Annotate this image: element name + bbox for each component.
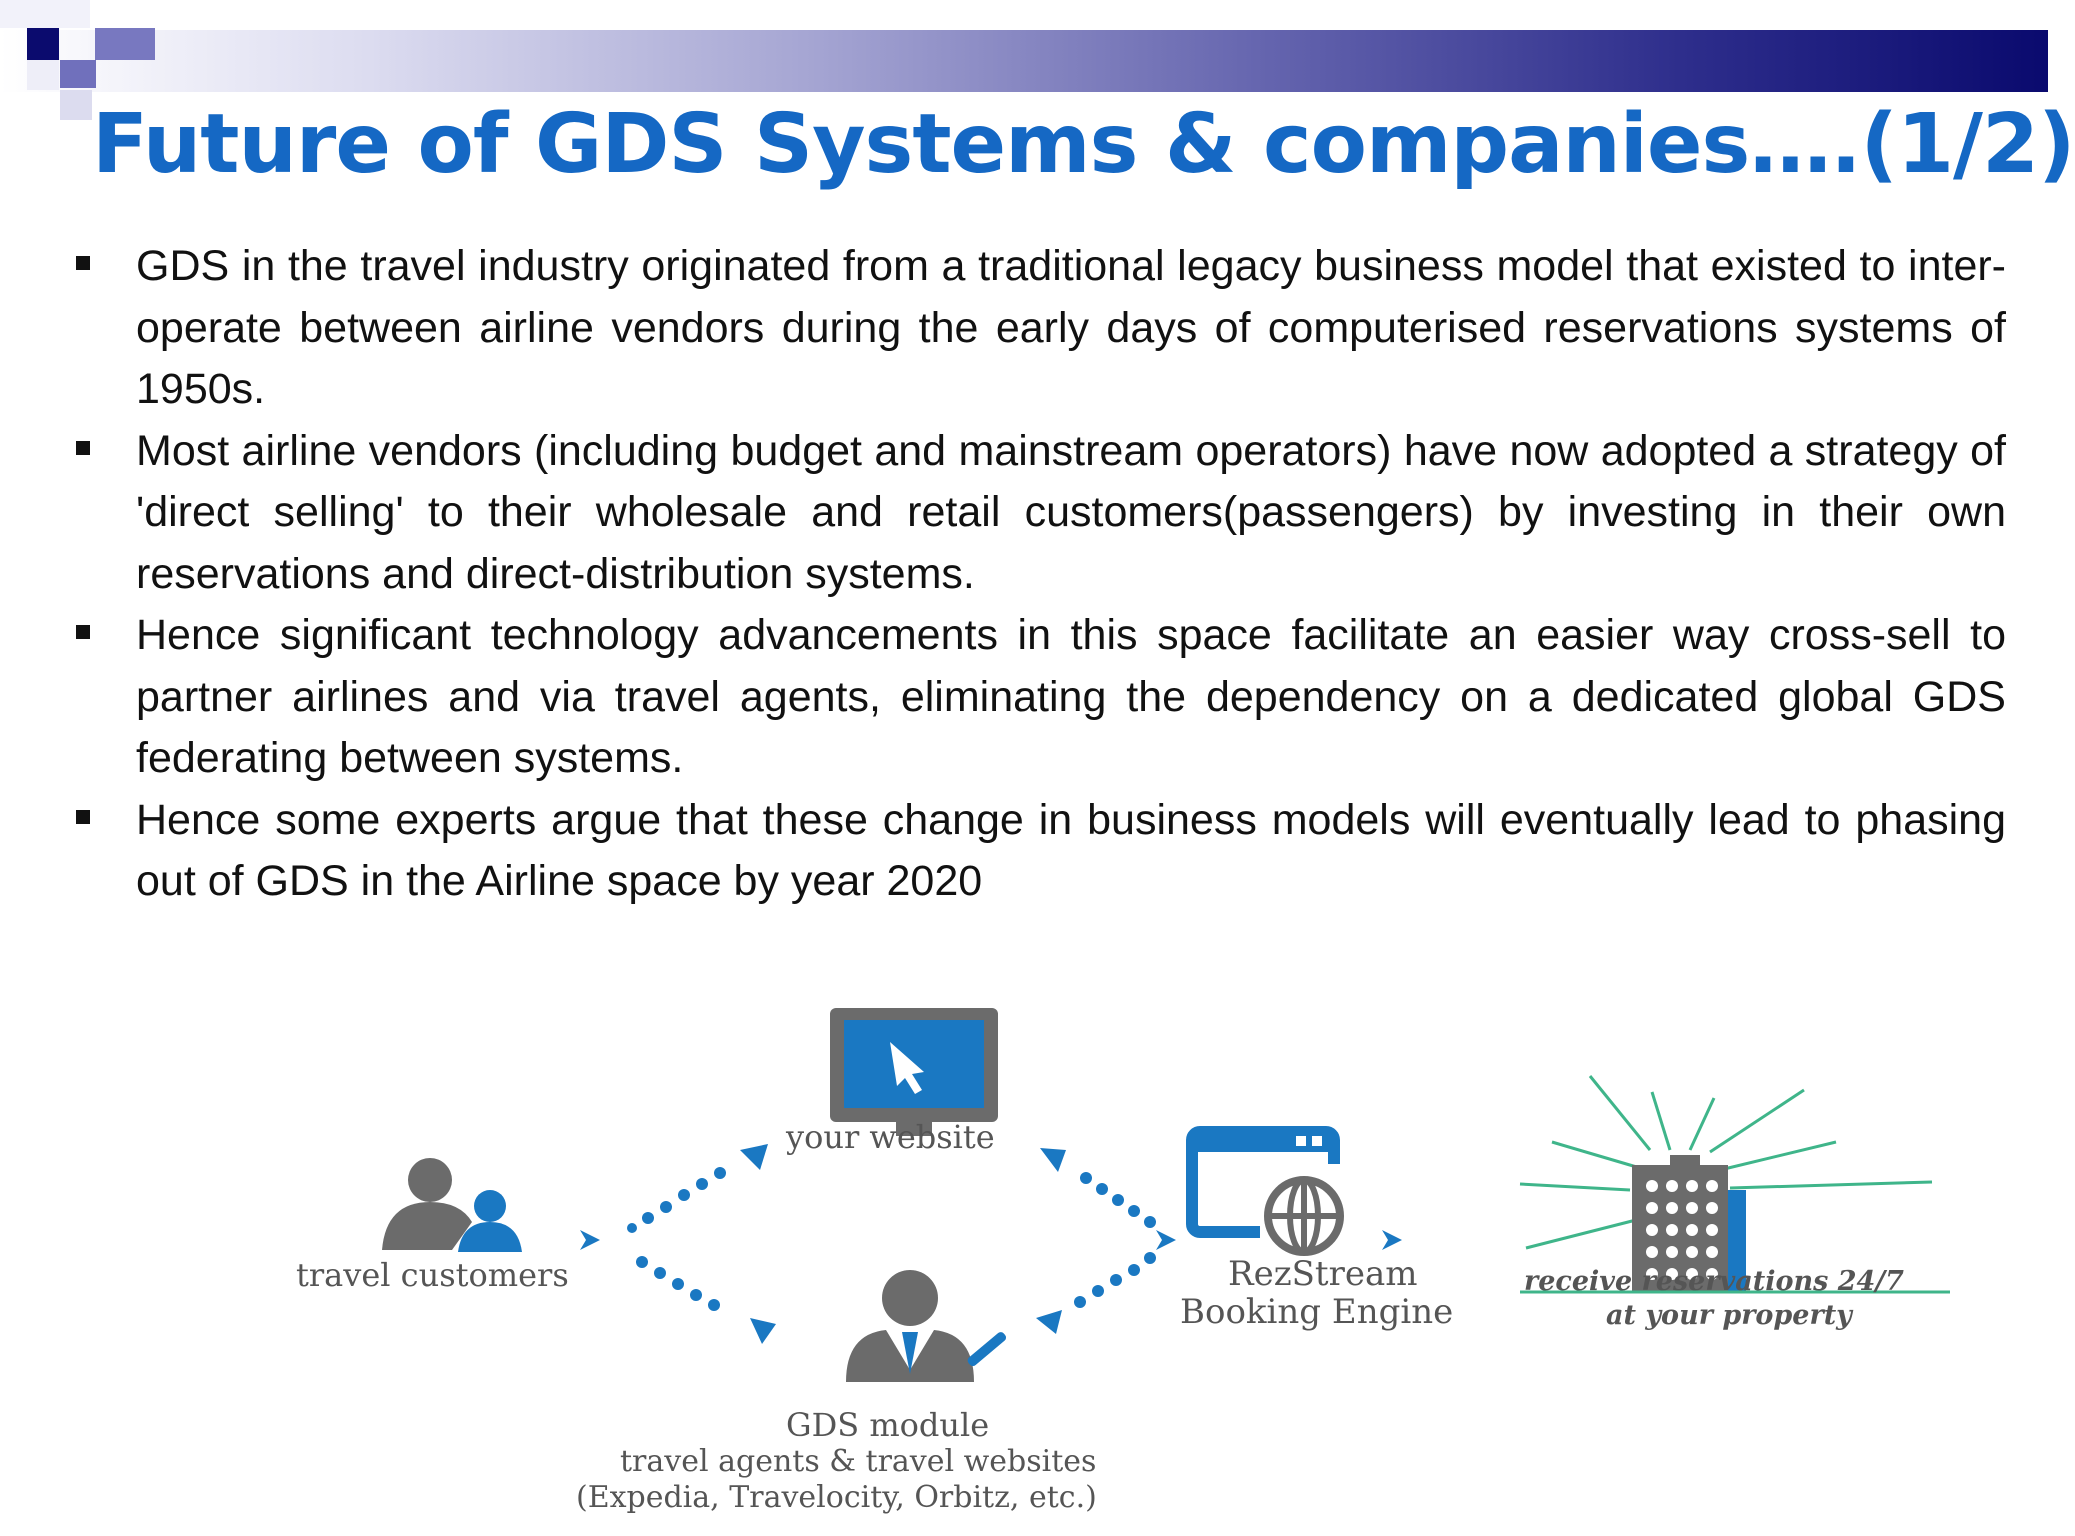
bullet-text: Hence significant technology advancement… [136, 611, 2006, 782]
hotel-building-icon [1519, 1075, 1950, 1294]
header-decor-square [0, 0, 90, 28]
bullet-text: Hence some experts argue that these chan… [136, 795, 2006, 906]
bullet-text: Most airline vendors (including budget a… [136, 426, 2006, 598]
receive-reservations-label-line1: receive reservations 24/7 [1524, 1266, 1904, 1297]
booking-engine-label-line2: Booking Engine [1180, 1292, 1454, 1332]
bullet-item: Hence significant technology advancement… [70, 605, 2006, 790]
bullet-text: GDS in the travel industry originated fr… [136, 242, 2006, 413]
bullet-item: GDS in the travel industry originated fr… [70, 236, 2006, 421]
gds-travel-agents-label: travel agents & travel websites [620, 1444, 1097, 1479]
bullet-square-icon [76, 440, 90, 455]
receive-reservations-label-line2: at your property [1606, 1300, 1852, 1331]
booking-flow-diagram: travel customers your website RezStream … [250, 980, 1990, 1536]
bullet-square-icon [76, 625, 90, 639]
travel-agent-icon [846, 1270, 1007, 1382]
bullet-item: Hence some experts argue that these chan… [70, 790, 2006, 913]
flow-connectors [580, 1144, 1402, 1344]
bullet-item: Most airline vendors (including budget a… [70, 421, 2006, 606]
travel-customers-icon [382, 1158, 522, 1252]
header-gradient-band [0, 30, 2048, 92]
your-website-label: your website [786, 1118, 995, 1156]
booking-engine-icon [1186, 1126, 1344, 1256]
bullet-square-icon [76, 809, 90, 824]
gds-examples-label: (Expedia, Travelocity, Orbitz, etc.) [576, 1480, 1097, 1515]
booking-engine-label-line1: RezStream [1228, 1254, 1418, 1294]
bullet-square-icon [76, 256, 90, 270]
bullet-list: GDS in the travel industry originated fr… [70, 236, 2006, 913]
header-decor-square [60, 60, 96, 88]
header-decor-square [27, 28, 59, 60]
diagram-graphics [382, 1008, 1950, 1382]
monitor-icon [830, 1008, 998, 1136]
header-decor-square [27, 60, 59, 90]
header-decor-square [95, 28, 155, 60]
travel-customers-label: travel customers [296, 1256, 569, 1294]
gds-module-label: GDS module [786, 1406, 990, 1444]
slide-title: Future of GDS Systems & companies….(1/2) [92, 97, 2075, 192]
header-decor-square [60, 90, 92, 120]
